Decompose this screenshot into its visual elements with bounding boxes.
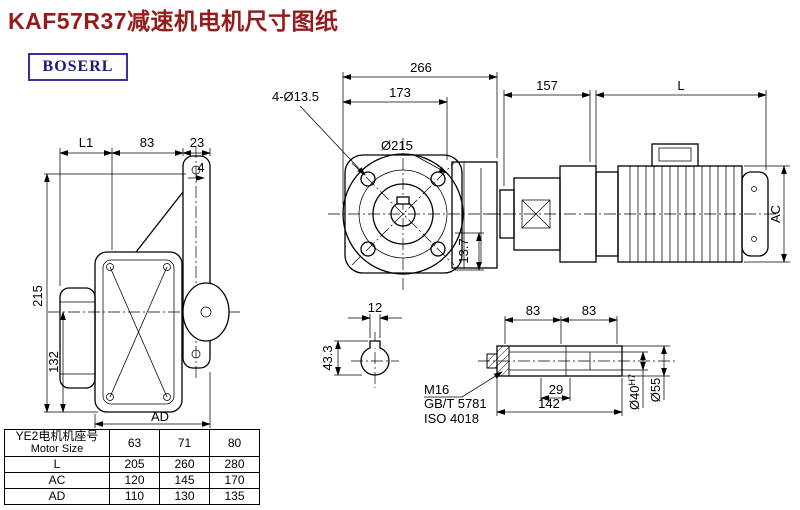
output-cover	[59, 287, 96, 389]
dim-flange-dia: Ø215	[381, 138, 448, 174]
bore-dia-value: Ø40	[627, 385, 642, 410]
dim-215: 215	[30, 173, 186, 413]
dim-173-label: 173	[389, 85, 411, 100]
dim-132-label: 132	[46, 351, 61, 373]
dim-13-7: 13.7	[455, 232, 484, 271]
dim-266: 266	[342, 60, 498, 205]
fan-cover	[741, 171, 769, 257]
dim-23: 23	[182, 135, 211, 156]
header-cn: YE2电机机座号	[15, 429, 99, 443]
table-row-l: L 205 260 280	[4, 456, 260, 473]
dim-4-label: 4	[197, 160, 204, 175]
dim-83-top: 83	[111, 135, 184, 156]
dim-173: 173	[342, 85, 448, 160]
cell-ac-80: 170	[209, 472, 260, 489]
keyway	[396, 196, 410, 205]
housing-rear	[451, 161, 498, 269]
dim-43-3: 43.3	[320, 340, 368, 376]
header-size-71: 71	[159, 429, 210, 457]
bolt-holes-label: 4-Ø13.5	[272, 89, 319, 104]
front-face	[344, 154, 463, 274]
input-flange-plate	[182, 155, 211, 369]
dim-132: 132	[46, 311, 66, 413]
shaft-boss	[182, 282, 230, 342]
dim-83-right-label: 83	[582, 303, 596, 318]
dim-ac: AC	[744, 165, 790, 263]
bore-tolerance: H7	[627, 374, 637, 386]
bolt-hole	[430, 241, 446, 257]
page-title: KAF57R37减速机电机尺寸图纸	[8, 8, 339, 34]
dim-l1-label: L1	[79, 135, 93, 150]
bolt-callout: M16 GB/T 5781 ISO 4018	[424, 371, 503, 426]
row-label-ac: AC	[4, 472, 110, 489]
od-label: Ø55	[648, 378, 663, 403]
dim-23-label: 23	[190, 135, 204, 150]
cell-l-71: 260	[159, 456, 210, 473]
dim-l-label: L	[677, 78, 684, 93]
bolt-head	[486, 353, 498, 369]
row-label-l: L	[4, 456, 110, 473]
dim-l1: L1	[59, 135, 113, 286]
dim-266-label: 266	[410, 60, 432, 75]
dim-od: Ø55	[622, 345, 670, 403]
std-gb-label: GB/T 5781	[424, 396, 487, 411]
motor-size-table: YE2电机机座号 Motor Size 63 71 80 L 205 260 2…	[4, 429, 260, 505]
bolt-hole	[430, 171, 446, 187]
cell-ad-71: 130	[159, 488, 210, 505]
header-motor-size: YE2电机机座号 Motor Size	[4, 429, 110, 457]
dim-29: 29	[540, 378, 571, 401]
cell-ad-80: 135	[209, 488, 260, 505]
bore-dia-label: Ø40H7	[627, 374, 642, 410]
table-row-ad: AD 110 130 135	[4, 488, 260, 505]
shaft-section-view: 12 43.3	[320, 300, 402, 388]
hollow-shaft-detail: 83 83 29 142 M16 GB/T 5781	[424, 303, 678, 426]
dim-142-label: 142	[538, 396, 560, 411]
dim-l: L	[595, 78, 767, 170]
dim-43-3-label: 43.3	[320, 345, 335, 370]
table-header-row: YE2电机机座号 Motor Size 63 71 80	[4, 429, 260, 457]
dim-83-right: 83	[560, 303, 618, 344]
dim-ad-label: AD	[151, 409, 169, 424]
dim-ac-label: AC	[768, 205, 783, 223]
boserl-logo: BOSERL	[28, 53, 128, 81]
dim-29-label: 29	[549, 382, 563, 397]
header-en: Motor Size	[30, 443, 84, 455]
cell-l-80: 280	[209, 456, 260, 473]
dim-83-label: 83	[140, 135, 154, 150]
header-size-63: 63	[109, 429, 160, 457]
logo-text: BOSERL	[42, 58, 114, 75]
bolt-hole	[360, 171, 376, 187]
cell-ad-63: 110	[109, 488, 160, 505]
dim-4: 4	[188, 160, 205, 181]
thread-label: M16	[424, 382, 449, 397]
side-view: L1 83 23 4 215	[30, 135, 240, 428]
retaining-washer	[496, 345, 510, 377]
front-view: 266 173 4-Ø13.5 Ø215	[272, 60, 505, 292]
dim-bolt-holes: 4-Ø13.5	[272, 89, 366, 176]
motor-view: 157 L AC 13.7	[455, 78, 790, 271]
cell-ac-71: 145	[159, 472, 210, 489]
dim-12: 12	[348, 300, 402, 338]
flange-circle	[342, 153, 464, 275]
bolt-hole	[360, 241, 376, 257]
cell-ac-63: 120	[109, 472, 160, 489]
flange-dia-label: Ø215	[381, 138, 413, 153]
header-size-80: 80	[209, 429, 260, 457]
dim-12-label: 12	[368, 300, 382, 315]
dim-157: 157	[503, 78, 591, 186]
cell-l-63: 205	[109, 456, 160, 473]
dim-142: 142	[496, 378, 623, 416]
dim-215-label: 215	[30, 285, 45, 307]
row-label-ad: AD	[4, 488, 110, 505]
std-iso-label: ISO 4018	[424, 411, 479, 426]
dim-13-7-label: 13.7	[456, 238, 471, 263]
table-row-ac: AC 120 145 170	[4, 472, 260, 489]
dim-ad: AD	[94, 372, 211, 428]
dim-83-left: 83	[504, 303, 562, 344]
dim-157-label: 157	[536, 78, 558, 93]
terminal-box	[651, 143, 699, 167]
dim-83-left-label: 83	[526, 303, 540, 318]
